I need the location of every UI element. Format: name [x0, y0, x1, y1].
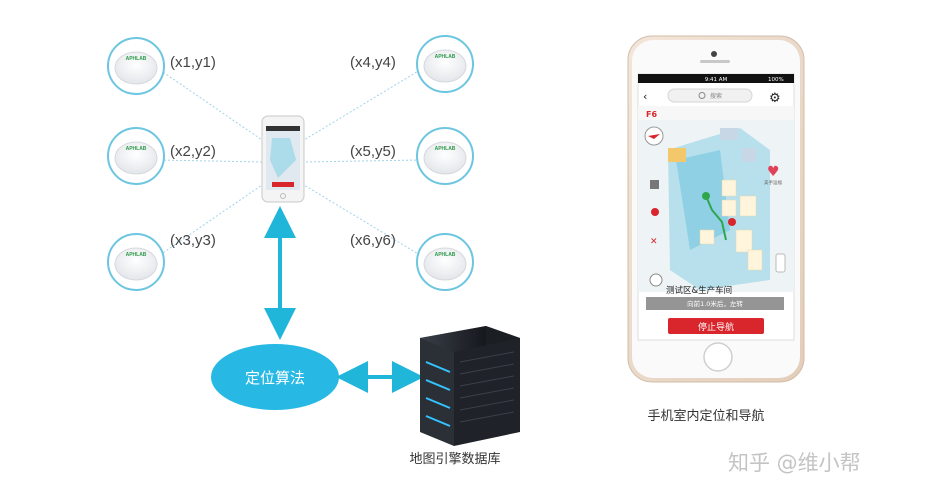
- beacon-brand: APHLAB: [435, 252, 456, 258]
- phone-locate-icon[interactable]: [649, 273, 663, 287]
- link-b3: [159, 184, 263, 256]
- link-b1: [159, 69, 263, 141]
- beacon-brand: APHLAB: [126, 56, 147, 62]
- phone-search-placeholder: 搜索: [710, 92, 722, 100]
- link-b5: [303, 159, 421, 163]
- beacon-coord-b2: (x2,y2): [170, 143, 216, 160]
- small-phone-icon: [261, 115, 305, 203]
- phone-tool-icon[interactable]: ✕: [650, 237, 658, 247]
- beacon-b2: APHLAB: [107, 127, 165, 185]
- phone-status-bar: [638, 74, 794, 83]
- server-icon: [420, 326, 520, 446]
- phone-stop-button[interactable]: [668, 318, 764, 334]
- phone-stop-label: 停止导航: [698, 321, 734, 333]
- phone-destination-icon: [728, 218, 736, 226]
- beacon-b3: APHLAB: [107, 233, 165, 291]
- watermark: 知乎 @维小帮: [728, 451, 861, 475]
- phone-heart-icon[interactable]: ♥: [767, 164, 780, 180]
- beacon-brand: APHLAB: [126, 252, 147, 258]
- link-b4: [303, 69, 421, 141]
- phone-caption: 手机室内定位和导航: [647, 408, 764, 424]
- link-b6: [303, 184, 421, 256]
- beacon-b6: APHLAB: [416, 233, 474, 291]
- beacon-b4: APHLAB: [416, 35, 474, 93]
- phone-search-input[interactable]: [667, 88, 753, 103]
- phone-search-icon: [698, 92, 706, 99]
- beacon-coord-b6: (x6,y6): [350, 232, 396, 249]
- algorithm-node: [211, 344, 339, 410]
- phone-mockup: 9:41 AM 100% ‹ 搜索 ⚙ F6: [627, 35, 805, 383]
- server-label: 地图引擎数据库: [409, 451, 500, 467]
- algorithm-label: 定位算法: [245, 369, 305, 387]
- beacon-b1: APHLAB: [107, 37, 165, 95]
- phone-tool-icon[interactable]: [650, 180, 659, 189]
- beacon-coord-b3: (x3,y3): [170, 232, 216, 249]
- phone-settings-icon[interactable]: ⚙: [769, 91, 781, 106]
- beacon-coord-b5: (x5,y5): [350, 143, 396, 160]
- beacon-coord-b1: (x1,y1): [170, 54, 216, 71]
- phone-direction-text: 向前1.0米后，左转: [687, 299, 743, 308]
- phone-status-time: 9:41 AM: [705, 77, 728, 83]
- phone-favorite-label: 美手运福: [764, 179, 782, 186]
- phone-destination-name: 测试区&生产车间: [666, 285, 732, 296]
- phone-tool-icon[interactable]: [651, 208, 659, 216]
- beacon-coord-b4: (x4,y4): [350, 54, 396, 71]
- phone-direction-banner: [646, 297, 784, 310]
- phone-floor-label: F6: [646, 110, 657, 119]
- beacon-b5: APHLAB: [416, 127, 474, 185]
- beacon-brand: APHLAB: [435, 146, 456, 152]
- phone-back-icon[interactable]: ‹: [643, 90, 647, 103]
- beacon-brand: APHLAB: [435, 54, 456, 60]
- phone-indoor-map: ✕ ♥ 美手运福: [638, 120, 794, 292]
- beacon-links: [159, 69, 421, 256]
- link-b2: [159, 159, 263, 163]
- beacon-brand: APHLAB: [126, 146, 147, 152]
- phone-zoom-control[interactable]: [775, 253, 786, 273]
- phone-status-battery: 100%: [768, 77, 784, 83]
- phone-user-location-icon: [702, 192, 710, 200]
